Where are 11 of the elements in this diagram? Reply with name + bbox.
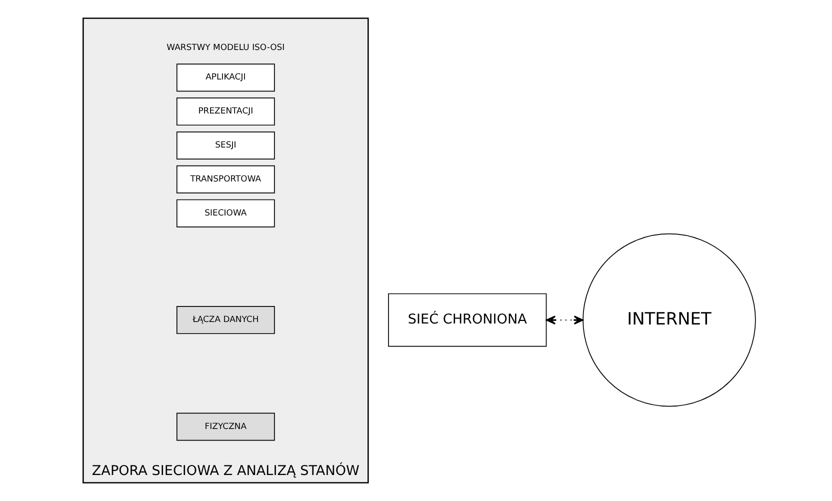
node-box: PREZENTACJI	[176, 98, 275, 126]
node-box: FIZYCZNA	[176, 412, 275, 441]
node-box: SESJI	[176, 131, 275, 160]
node-box: APLIKACJI	[176, 64, 275, 92]
label: WARSTWY MODELU ISO-OSI	[166, 42, 285, 52]
arrow	[546, 316, 584, 324]
node-circle: INTERNET	[582, 233, 756, 407]
node-box: SIECIOWA	[176, 199, 275, 228]
node-box: ŁĄCZA DANYCH	[176, 306, 275, 334]
node-box: TRANSPORTOWA	[176, 165, 275, 194]
node-box: SIEĆ CHRONIONA	[388, 293, 547, 347]
